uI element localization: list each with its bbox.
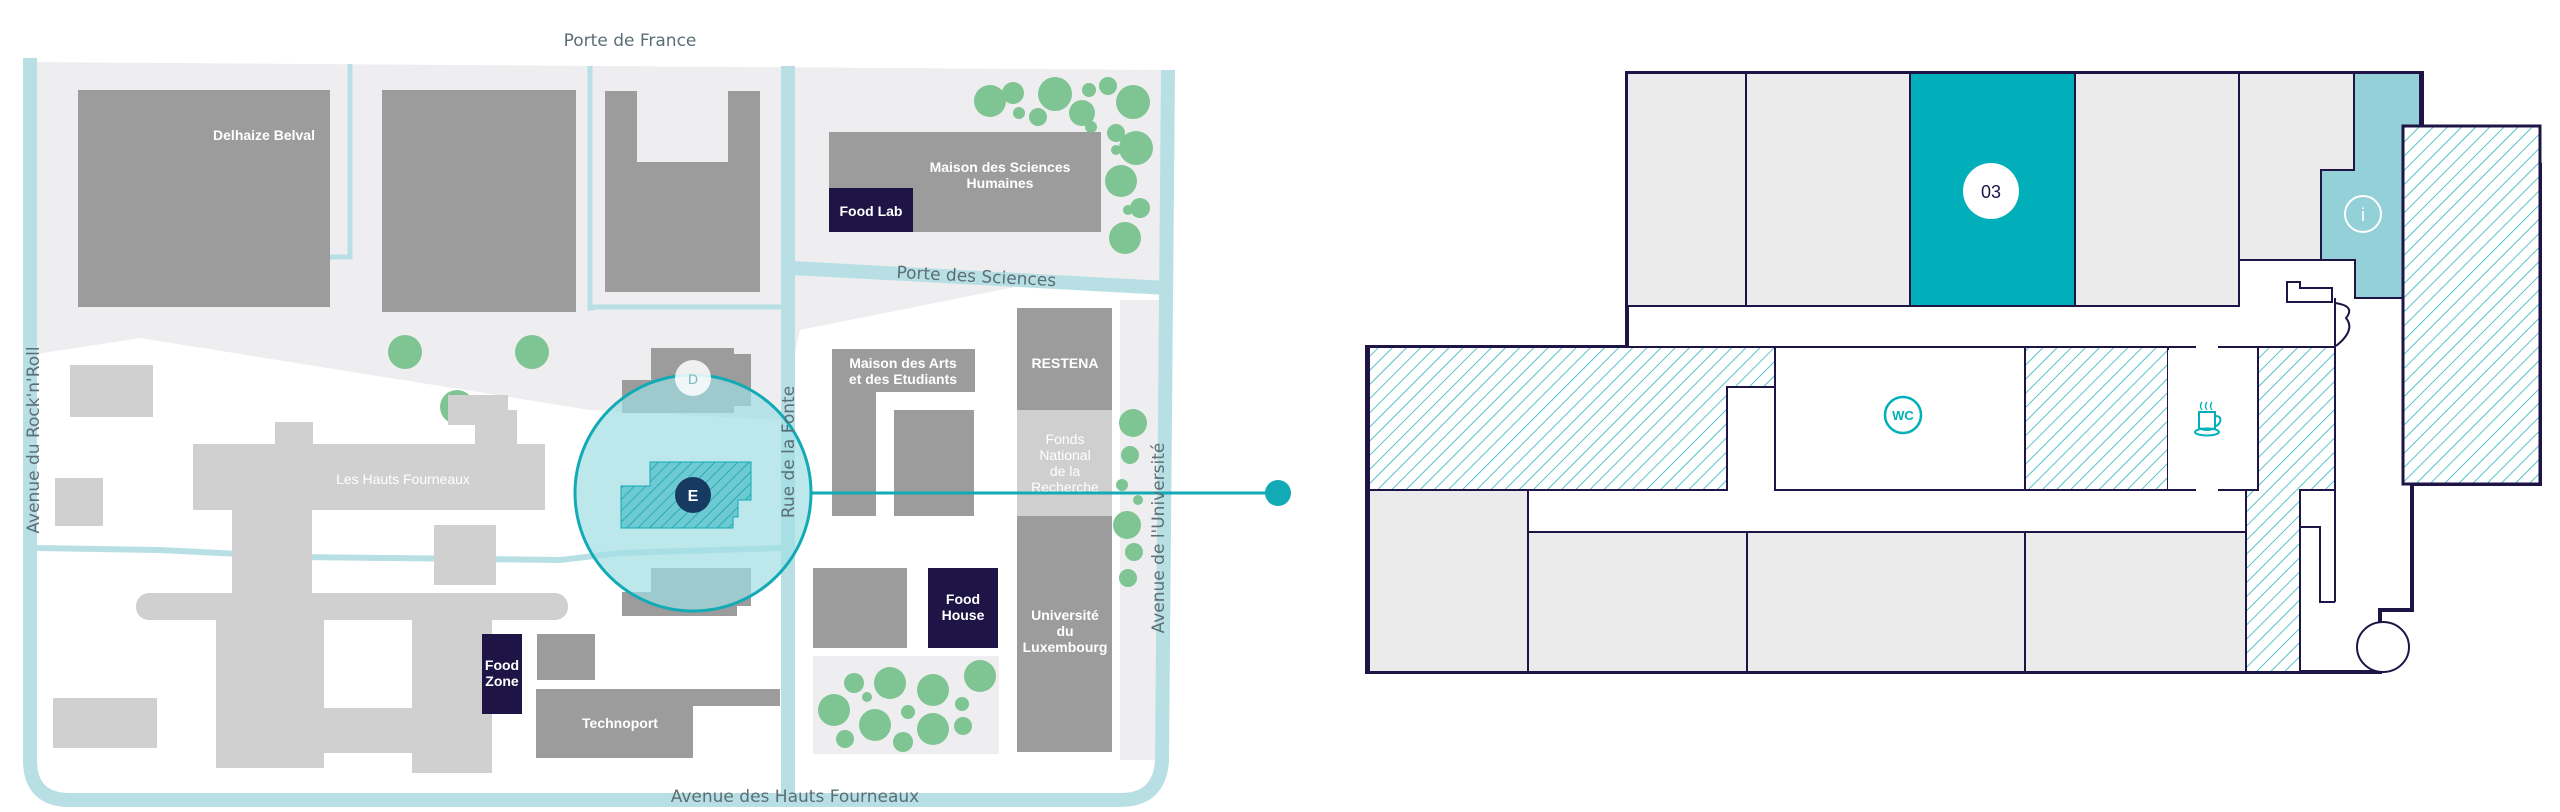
room-wc[interactable] xyxy=(1774,346,2026,491)
building-north-2[interactable] xyxy=(382,90,576,312)
building-food-lab[interactable] xyxy=(829,188,913,232)
label-uni-1: Université xyxy=(1031,607,1099,623)
street-label-universite: Avenue de l'Université xyxy=(1149,443,1169,634)
label-food-zone-1: Food xyxy=(485,657,519,673)
street-rock-n-roll xyxy=(23,58,1175,807)
label-hauts-fourneaux: Les Hauts Fourneaux xyxy=(336,471,470,487)
label-technoport: Technoport xyxy=(582,715,658,731)
floor-plan xyxy=(1365,71,2542,674)
floor-plan-icons: 03 i WC xyxy=(1883,163,2382,437)
label-fnr-3: de la xyxy=(1050,463,1081,479)
room-east-hatched[interactable] xyxy=(2401,124,2542,486)
label-food-zone-2: Zone xyxy=(485,673,519,689)
street-porte-des-sciences xyxy=(791,261,1169,295)
building-hauts-fourneaux[interactable] xyxy=(136,395,568,773)
street-internal-2 xyxy=(330,64,353,260)
building-delhaize[interactable] xyxy=(78,90,330,307)
room-03-label: 03 xyxy=(1981,182,2001,202)
room-mid-hatched[interactable] xyxy=(2024,346,2169,491)
room-03-badge[interactable] xyxy=(1963,163,2019,219)
label-msh-1: Maison des Sciences xyxy=(930,159,1071,175)
building-technoport[interactable] xyxy=(536,689,780,758)
label-food-house-2: House xyxy=(942,607,985,623)
street-label-hauts-fourneaux: Avenue des Hauts Fourneaux xyxy=(671,787,920,807)
label-fnr-1: Fonds xyxy=(1046,431,1085,447)
wc-icon-label: WC xyxy=(1892,408,1914,423)
building-food-house[interactable] xyxy=(928,568,998,648)
room-s1[interactable] xyxy=(1527,531,1748,673)
marker-building-e[interactable] xyxy=(675,477,711,513)
label-fnr-2: National xyxy=(1039,447,1090,463)
label-uni-3: Luxembourg xyxy=(1023,639,1108,655)
building-food-zone[interactable] xyxy=(482,634,522,714)
building-fnr[interactable] xyxy=(1017,410,1112,516)
marker-d-label: D xyxy=(688,371,698,387)
room-kitchen[interactable] xyxy=(2168,350,2223,490)
label-delhaize: Delhaize Belval xyxy=(213,127,315,143)
label-restena: RESTENA xyxy=(1032,355,1099,371)
label-msh-2: Humaines xyxy=(967,175,1034,191)
reception-desk xyxy=(2286,281,2333,303)
info-icon-label: i xyxy=(2361,205,2365,225)
building-west-2[interactable] xyxy=(55,478,103,526)
campus-map: Delhaize Belval Maison des Sciences Huma… xyxy=(23,31,1291,807)
building-maison-arts[interactable] xyxy=(832,349,975,516)
elevator-shaft[interactable] xyxy=(2300,526,2335,603)
info-icon[interactable] xyxy=(2344,195,2382,233)
building-west-1[interactable] xyxy=(70,365,153,417)
wc-icon[interactable] xyxy=(1883,395,1923,435)
room-s3[interactable] xyxy=(2024,531,2247,673)
room-stair-hatched[interactable] xyxy=(2245,346,2336,673)
room-02[interactable] xyxy=(1745,72,1911,307)
building-south-east[interactable] xyxy=(813,568,907,648)
coffee-icon[interactable] xyxy=(2194,401,2222,437)
building-north-3[interactable] xyxy=(605,91,760,292)
building-maison-arts-annex[interactable] xyxy=(894,410,974,516)
building-small-south[interactable] xyxy=(537,634,595,680)
building-west-3[interactable] xyxy=(53,698,157,748)
building-restena[interactable] xyxy=(1017,308,1112,410)
room-01[interactable] xyxy=(1626,72,1747,307)
street-label-porte-de-france: Porte de France xyxy=(564,31,697,51)
room-s2[interactable] xyxy=(1746,531,2026,673)
building-universite[interactable] xyxy=(1017,516,1112,752)
label-maison-arts-2: et des Etudiants xyxy=(849,371,957,387)
label-fnr-4: Recherche xyxy=(1031,479,1099,495)
marker-building-d[interactable] xyxy=(675,360,711,396)
spiral-stair-icon[interactable] xyxy=(2356,621,2410,673)
label-food-house-1: Food xyxy=(946,591,980,607)
connector-dot[interactable] xyxy=(1265,480,1291,506)
tree-cluster-north xyxy=(974,77,1153,254)
door-swing-icon xyxy=(2334,302,2351,347)
label-maison-arts-1: Maison des Arts xyxy=(849,355,957,371)
label-food-lab: Food Lab xyxy=(840,203,903,219)
marker-e-label: E xyxy=(688,488,699,505)
room-sw[interactable] xyxy=(1368,489,1529,673)
room-west-hatched[interactable] xyxy=(1368,346,1776,491)
street-label-rock-n-roll: Avenue du Rock'n'Roll xyxy=(24,346,44,533)
street-label-rue-de-la-fonte: Rue de la Fonte xyxy=(779,386,799,518)
tree-cluster-south xyxy=(818,660,996,752)
label-uni-2: du xyxy=(1056,623,1073,639)
room-04[interactable] xyxy=(2074,72,2240,307)
